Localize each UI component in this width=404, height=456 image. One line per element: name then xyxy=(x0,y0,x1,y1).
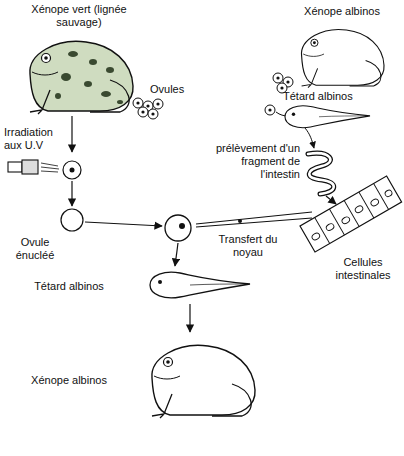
frog-label: Xénope albinos xyxy=(292,5,392,18)
frog-label: Xénope albinos xyxy=(14,374,124,387)
intestine-fragment xyxy=(308,153,334,194)
step-label: Irradiation aux U.V xyxy=(4,126,66,152)
enucleated-ovule xyxy=(61,209,83,231)
arrow xyxy=(326,196,336,204)
ovule xyxy=(63,161,81,179)
arrow xyxy=(189,304,190,332)
arrow xyxy=(71,181,72,206)
receiving-ovule xyxy=(165,215,191,241)
albino-frog xyxy=(302,30,385,88)
egg-cluster xyxy=(133,98,163,119)
intestine-fragment xyxy=(308,153,334,194)
micropipette xyxy=(196,212,312,227)
step-label: Ovule énucléé xyxy=(6,236,64,262)
egg-to-tadpole xyxy=(265,105,288,116)
tadpole-label: Tétard albinos xyxy=(283,90,383,103)
arrow xyxy=(71,116,72,152)
tadpole-label: Tétard albinos xyxy=(14,280,124,293)
green-frog xyxy=(30,41,133,114)
albino-tadpole xyxy=(150,272,250,298)
cells-label: Cellules intestinales xyxy=(326,256,400,282)
uv-lamp xyxy=(8,160,59,174)
step-label: Transfert du noyau xyxy=(206,233,290,259)
frog-label: Xénope vert (lignée sauvage) xyxy=(24,3,134,29)
arrow xyxy=(305,128,314,148)
albino-tadpole xyxy=(285,106,370,128)
eggs-label: Ovules xyxy=(150,83,200,96)
albino-frog xyxy=(152,345,255,418)
arrow xyxy=(85,222,162,226)
arrow xyxy=(175,243,178,266)
step-label: prélèvement d'un fragment de l'intestin xyxy=(200,142,300,181)
intestinal-cells xyxy=(300,176,402,252)
